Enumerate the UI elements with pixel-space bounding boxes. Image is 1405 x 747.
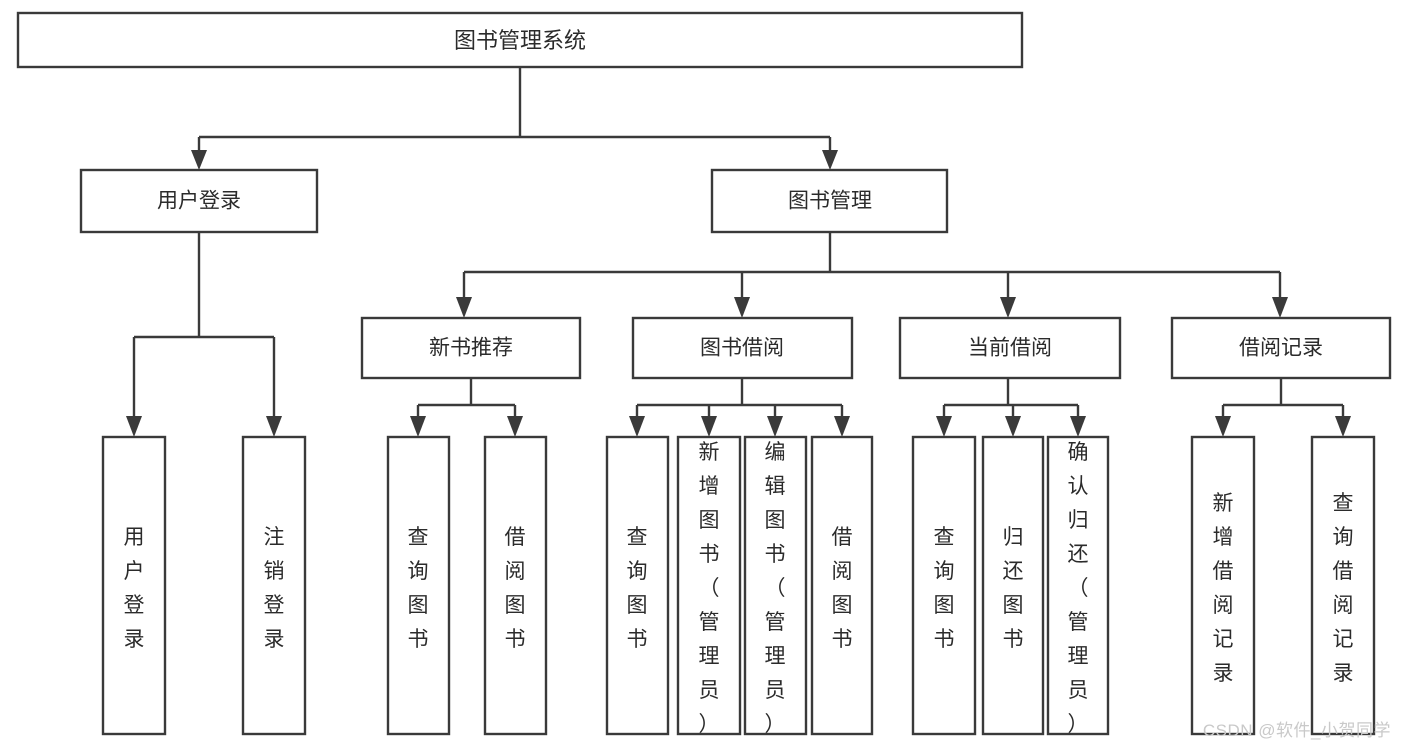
node-leaf-rec-borrow-book-box[interactable] — [483, 435, 548, 736]
arrow-head-leaf-user-login — [126, 416, 142, 437]
node-borrow-record-box[interactable] — [1170, 316, 1392, 380]
node-new-book-recommend[interactable]: 新书推荐 — [360, 316, 582, 380]
node-borrow-record[interactable]: 借阅记录 — [1170, 316, 1392, 380]
node-leaf-bb-query-book-label: 查询图书 — [627, 526, 648, 651]
node-leaf-user-login-label: 用户登录 — [124, 526, 145, 651]
node-leaf-cb-return-book-label: 归还图书 — [1003, 526, 1024, 651]
arrow-head-leaf-user-logout — [266, 416, 282, 437]
node-new-book-recommend-label: 新书推荐 — [429, 337, 513, 360]
node-leaf-cb-return-book[interactable]: 归还图书 — [981, 435, 1045, 736]
arrow-head-leaf-br-query-record — [1335, 416, 1351, 437]
node-leaf-cb-query-book-box[interactable] — [911, 435, 977, 736]
node-current-borrow-box[interactable] — [898, 316, 1122, 380]
node-leaf-br-add-record-label: 新增借阅记录 — [1213, 492, 1234, 685]
arrow-head-leaf-bb-query-book — [629, 416, 645, 437]
arrow-head-book-manage — [822, 150, 838, 170]
node-leaf-cb-query-book[interactable]: 查询图书 — [911, 435, 977, 736]
node-leaf-user-logout-box[interactable] — [241, 435, 307, 736]
node-borrow-record-label: 借阅记录 — [1239, 337, 1323, 360]
node-leaf-bb-add-book[interactable]: 新增图书（管理员） — [676, 435, 742, 736]
connector-layer — [126, 67, 1351, 437]
node-leaf-bb-edit-book-box[interactable] — [743, 435, 808, 736]
node-user-login-box[interactable] — [79, 168, 319, 234]
node-leaf-rec-borrow-book-label: 借阅图书 — [505, 526, 526, 651]
node-root-box[interactable] — [16, 11, 1024, 69]
node-root[interactable]: 图书管理系统 — [16, 11, 1024, 69]
node-leaf-br-query-record[interactable]: 查询借阅记录 — [1310, 435, 1376, 736]
node-current-borrow-label: 当前借阅 — [968, 337, 1052, 360]
node-leaf-user-logout-label: 注销登录 — [264, 526, 285, 651]
arrow-head-borrow-record — [1272, 297, 1288, 318]
node-leaf-rec-query-book-box[interactable] — [386, 435, 451, 736]
node-leaf-bb-edit-book-label: 编辑图书（管理员） — [765, 441, 786, 736]
arrow-head-leaf-bb-add-book — [701, 416, 717, 437]
node-leaf-cb-return-book-box[interactable] — [981, 435, 1045, 736]
arrow-head-leaf-bb-edit-book — [767, 416, 783, 437]
node-book-borrow[interactable]: 图书借阅 — [631, 316, 854, 380]
node-leaf-rec-query-book-label: 查询图书 — [408, 526, 429, 651]
node-leaf-bb-borrow-book-box[interactable] — [810, 435, 874, 736]
node-leaf-user-login-box[interactable] — [101, 435, 167, 736]
node-new-book-recommend-box[interactable] — [360, 316, 582, 380]
node-leaf-cb-confirm-return-label: 确认归还（管理员） — [1068, 441, 1089, 736]
arrow-head-leaf-bb-borrow-book — [834, 416, 850, 437]
arrow-head-leaf-rec-query-book — [410, 416, 426, 437]
arrow-head-current-borrow — [1000, 297, 1016, 318]
arrow-head-user-login — [191, 150, 207, 170]
arrow-head-leaf-cb-return-book — [1005, 416, 1021, 437]
node-leaf-bb-borrow-book[interactable]: 借阅图书 — [810, 435, 874, 736]
node-leaf-bb-query-book[interactable]: 查询图书 — [605, 435, 670, 736]
node-book-manage-label: 图书管理 — [788, 190, 872, 213]
node-root-label: 图书管理系统 — [454, 28, 586, 53]
node-leaf-br-query-record-box[interactable] — [1310, 435, 1376, 736]
node-book-manage[interactable]: 图书管理 — [710, 168, 949, 234]
node-leaf-cb-confirm-return[interactable]: 确认归还（管理员） — [1046, 435, 1110, 736]
node-leaf-cb-query-book-label: 查询图书 — [934, 526, 955, 651]
node-leaf-bb-borrow-book-label: 借阅图书 — [832, 526, 853, 651]
node-book-borrow-box[interactable] — [631, 316, 854, 380]
node-leaf-rec-borrow-book[interactable]: 借阅图书 — [483, 435, 548, 736]
node-leaf-br-add-record[interactable]: 新增借阅记录 — [1190, 435, 1256, 736]
node-book-borrow-label: 图书借阅 — [700, 337, 784, 360]
node-leaf-br-query-record-label: 查询借阅记录 — [1333, 492, 1354, 685]
arrow-head-leaf-cb-confirm-return — [1070, 416, 1086, 437]
node-leaf-br-add-record-box[interactable] — [1190, 435, 1256, 736]
arrow-head-leaf-rec-borrow-book — [507, 416, 523, 437]
leaf-layer: 用户登录 注销登录 查询图书 借阅图书 查询图书 新增图书（管理员） — [101, 435, 1376, 736]
node-leaf-bb-add-book-label: 新增图书（管理员） — [699, 441, 720, 736]
node-user-login[interactable]: 用户登录 — [79, 168, 319, 234]
node-user-login-label: 用户登录 — [157, 190, 241, 213]
node-current-borrow[interactable]: 当前借阅 — [898, 316, 1122, 380]
node-leaf-cb-confirm-return-box[interactable] — [1046, 435, 1110, 736]
node-leaf-user-logout[interactable]: 注销登录 — [241, 435, 307, 736]
node-leaf-bb-add-book-box[interactable] — [676, 435, 742, 736]
arrow-head-leaf-cb-query-book — [936, 416, 952, 437]
node-leaf-bb-edit-book[interactable]: 编辑图书（管理员） — [743, 435, 808, 736]
arrow-head-leaf-br-add-record — [1215, 416, 1231, 437]
node-leaf-rec-query-book[interactable]: 查询图书 — [386, 435, 451, 736]
arrow-head-book-borrow — [734, 297, 750, 318]
node-book-manage-box[interactable] — [710, 168, 949, 234]
arrow-head-new-book-recommend — [456, 297, 472, 318]
watermark: CSDN @软件_小贺同学 — [1202, 721, 1391, 740]
node-leaf-bb-query-book-box[interactable] — [605, 435, 670, 736]
node-leaf-user-login[interactable]: 用户登录 — [101, 435, 167, 736]
